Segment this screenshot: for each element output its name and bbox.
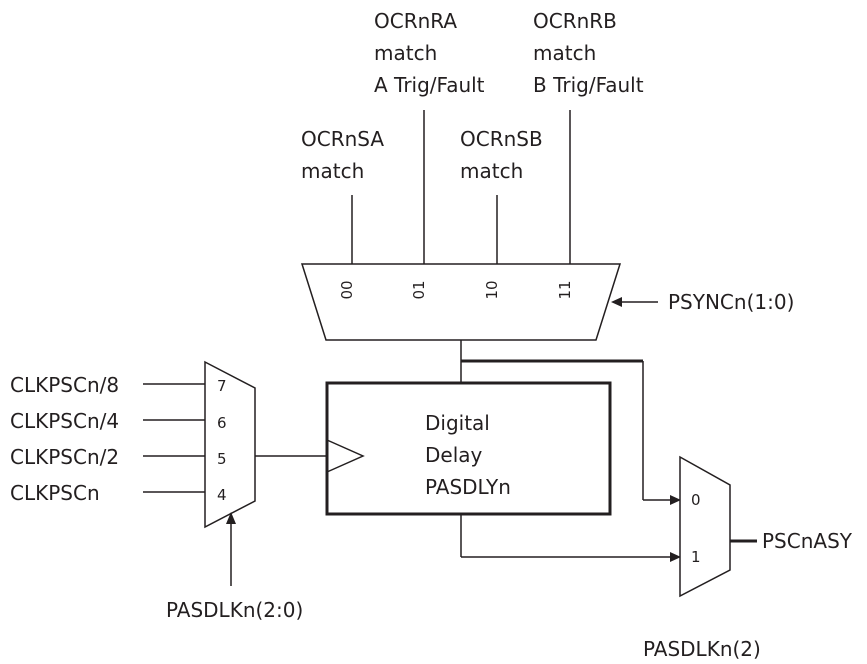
clock-input-label-1: CLKPSCn [10,481,100,505]
ocrnra-label: OCRnRA match A Trig/Fault [374,9,485,97]
sync-mux-input-10: 10 [483,280,501,299]
clock-input-label-4: CLKPSCn/4 [10,409,119,433]
ocrnsa-line-1: OCRnSA [301,127,384,151]
input-1-arrow-icon [670,552,681,562]
clock-mux-pin-5: 5 [217,450,227,468]
ocrnrb-line-1: OCRnRB [533,9,617,33]
ocrnsb-label: OCRnSB match [460,127,549,183]
ocrnsb-line-1: OCRnSB [460,127,543,151]
pasdlkn-select-arrow-icon [226,512,236,524]
digital-delay-line-2: Delay [425,443,483,467]
clock-mux [204,360,256,529]
ocrnra-line-1: OCRnRA [374,9,457,33]
input-0-arrow-icon [670,495,681,505]
clock-input-triangle-icon [326,439,365,473]
output-mux [679,455,731,598]
clock-input-label-2: CLKPSCn/2 [10,445,119,469]
ocrnra-line-3: A Trig/Fault [374,73,485,97]
ocrnsb-line-2: match [460,159,523,183]
clock-mux-pin-4: 4 [217,486,227,504]
psync-arrow-icon [611,297,622,307]
pasdlkn-bit-label: PASDLKn(2) [643,637,761,661]
digital-delay-label: Digital Delay PASDLYn [425,411,511,499]
digital-delay-line-1: Digital [425,411,490,435]
psync-label: PSYNCn(1:0) [668,290,794,314]
sync-mux-input-01: 01 [410,280,428,299]
digital-delay-line-3: PASDLYn [425,475,511,499]
sync-mux-input-00: 00 [338,280,356,299]
ocrnsa-label: OCRnSA match [301,127,390,183]
clock-mux-pin-7: 7 [217,377,227,395]
output-mux-pin-0: 0 [691,491,701,509]
clock-mux-pin-6: 6 [217,414,227,432]
pscnasy-label: PSCnASY [762,529,853,553]
ocrnrb-label: OCRnRB match B Trig/Fault [533,9,644,97]
ocrnsa-line-2: match [301,159,364,183]
sync-mux-input-11: 11 [556,280,574,299]
digital-delay-block [325,381,612,516]
pasdlkn-select-label: PASDLKn(2:0) [166,598,303,622]
output-mux-pin-1: 1 [691,548,701,566]
ocrnra-line-2: match [374,41,437,65]
ocrnrb-line-2: match [533,41,596,65]
clock-input-label-8: CLKPSCn/8 [10,373,119,397]
sync-mux [300,263,622,341]
ocrnrb-line-3: B Trig/Fault [533,73,644,97]
